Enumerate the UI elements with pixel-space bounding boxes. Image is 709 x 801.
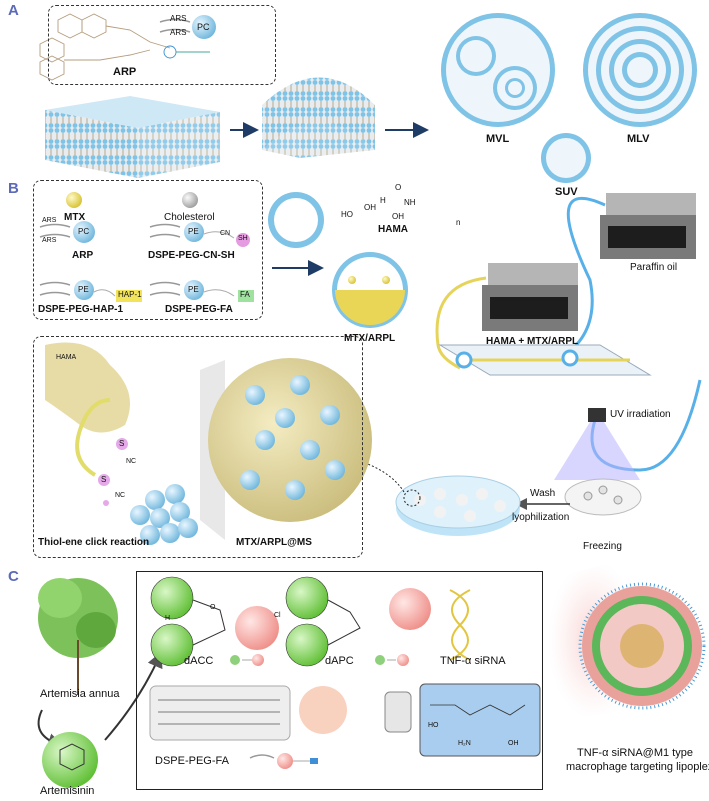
hama-oh-label: OH bbox=[392, 212, 404, 221]
h-label: H bbox=[165, 615, 171, 622]
curved-bilayers bbox=[262, 77, 375, 158]
lipid-structure-box bbox=[136, 571, 543, 790]
lipoplex bbox=[548, 560, 706, 720]
pe-label: PE bbox=[188, 285, 199, 294]
arp-lipid-icon bbox=[159, 15, 216, 39]
cl-label: Cl bbox=[274, 612, 281, 619]
pe-label: PE bbox=[78, 285, 89, 294]
wash-label: Wash bbox=[530, 488, 556, 499]
lipoplex-label-1: TNF-α siRNA@M1 type bbox=[577, 747, 693, 759]
cholesterol-molecule-icon bbox=[182, 192, 198, 208]
dspe-peg-fa-structure bbox=[149, 683, 541, 757]
microfluidic-chip bbox=[438, 344, 652, 376]
cholesterol-label: Cholesterol bbox=[164, 212, 215, 223]
dna-helix-icon bbox=[449, 589, 471, 661]
petri-dish-icon bbox=[564, 478, 642, 516]
hama-ho-label: HO bbox=[341, 210, 353, 219]
pc-label: PC bbox=[78, 227, 90, 236]
paraffin-oil-label: Paraffin oil bbox=[630, 262, 678, 273]
mtx-label: MTX bbox=[64, 212, 86, 223]
dacc-molecule bbox=[150, 576, 279, 667]
microsphere-zoom-box bbox=[33, 336, 363, 558]
hama-mtx-arpl-label: HAMA + MTX/ARPL bbox=[486, 336, 579, 347]
mtx-arpl-liposome bbox=[332, 252, 408, 328]
mlv-label: MLV bbox=[627, 133, 650, 145]
ars-label: ARS bbox=[170, 28, 187, 37]
hama-label: HAMA bbox=[378, 224, 408, 235]
hama-n-label: n bbox=[456, 218, 461, 227]
s-label: S bbox=[101, 475, 107, 484]
dspe-lipid-icon bbox=[149, 222, 250, 247]
lipoplex-label-2: macrophage targeting lipoplex bbox=[566, 761, 709, 773]
arp-structure-box bbox=[48, 5, 276, 85]
dspe-peg-fa-label: DSPE-PEG-FA bbox=[155, 755, 229, 767]
syringe-pump-icon bbox=[482, 193, 696, 331]
dspe-lipid-icon bbox=[39, 280, 116, 300]
uv-irradiation-label: UV irradiation bbox=[610, 409, 671, 420]
arp-structure bbox=[39, 13, 210, 81]
arp-legend-label: ARP bbox=[72, 250, 94, 261]
arp-lipid-icon bbox=[39, 221, 95, 243]
artemisinin-label: Artemisinin bbox=[40, 785, 95, 797]
pe-label: PE bbox=[188, 227, 199, 236]
nc-label: NC bbox=[115, 492, 126, 499]
uv-lamp-icon bbox=[554, 408, 640, 480]
s-label: S bbox=[119, 439, 125, 448]
dspe-lipid-icon bbox=[249, 753, 318, 769]
zoom-hama-label: HAMA bbox=[56, 354, 77, 361]
nc-label: NC bbox=[126, 458, 137, 465]
dacc-label: dACC bbox=[184, 655, 214, 667]
mlv-vesicle bbox=[583, 13, 697, 127]
component-legend-box bbox=[33, 180, 263, 320]
panel-letter-b: B bbox=[8, 180, 19, 197]
mtx-arpl-label: MTX/ARPL bbox=[344, 333, 396, 344]
ars-label: ARS bbox=[42, 217, 57, 224]
suv-label: SUV bbox=[555, 186, 578, 198]
dapc-molecule bbox=[285, 576, 431, 667]
artemisinin-molecule bbox=[42, 732, 98, 788]
hama-h-label: H bbox=[380, 196, 386, 205]
pc-label: PC bbox=[197, 22, 210, 32]
fa-label: FA bbox=[240, 290, 250, 299]
petri-dish-icon bbox=[395, 475, 521, 536]
dspe-cn-sh-label: DSPE-PEG-CN-SH bbox=[148, 250, 235, 261]
sh-label: SH bbox=[238, 235, 248, 242]
microsphere-label: MTX/ARPL@MS bbox=[236, 537, 312, 548]
h2n-label: H₂N bbox=[458, 740, 471, 747]
cn-label: CN bbox=[220, 230, 231, 237]
mvl-label: MVL bbox=[486, 133, 510, 145]
liposome-cluster bbox=[130, 484, 198, 545]
dspe-lipid-icon bbox=[149, 280, 235, 300]
hama-nh-label: NH bbox=[404, 198, 416, 207]
o-label: O bbox=[210, 604, 216, 611]
hama-o-label: O bbox=[395, 183, 402, 192]
dapc-label: dAPC bbox=[325, 655, 354, 667]
mvl-vesicle bbox=[441, 13, 555, 127]
artemisia-annua-label: Artemisia annua bbox=[40, 688, 120, 700]
arp-label: ARP bbox=[113, 66, 137, 78]
dspe-fa-label: DSPE-PEG-FA bbox=[165, 304, 233, 315]
plant-icon bbox=[38, 578, 118, 695]
suv-vesicle bbox=[541, 133, 591, 183]
ars-label: ARS bbox=[170, 14, 187, 23]
dspe-hap-label: DSPE-PEG-HAP-1 bbox=[38, 304, 124, 315]
lipid-stack bbox=[45, 96, 220, 178]
panel-letter-c: C bbox=[8, 568, 19, 585]
thiol-ene-label: Thiol-ene click reaction bbox=[38, 537, 150, 548]
ars-label: ARS bbox=[42, 237, 57, 244]
empty-liposome bbox=[268, 192, 324, 248]
ho-label: HO bbox=[428, 722, 439, 729]
oh-label: OH bbox=[508, 740, 519, 747]
panel-letter-a: A bbox=[8, 2, 19, 19]
freezing-label: Freezing bbox=[583, 541, 622, 552]
tnf-sirna-label: TNF-α siRNA bbox=[440, 655, 506, 667]
lyophilization-label: lyophilization bbox=[512, 512, 570, 523]
mtx-molecule-icon bbox=[66, 192, 82, 208]
hap-label: HAP-1 bbox=[118, 290, 142, 299]
hama-oh-label: OH bbox=[364, 203, 376, 212]
microsphere bbox=[208, 358, 372, 522]
